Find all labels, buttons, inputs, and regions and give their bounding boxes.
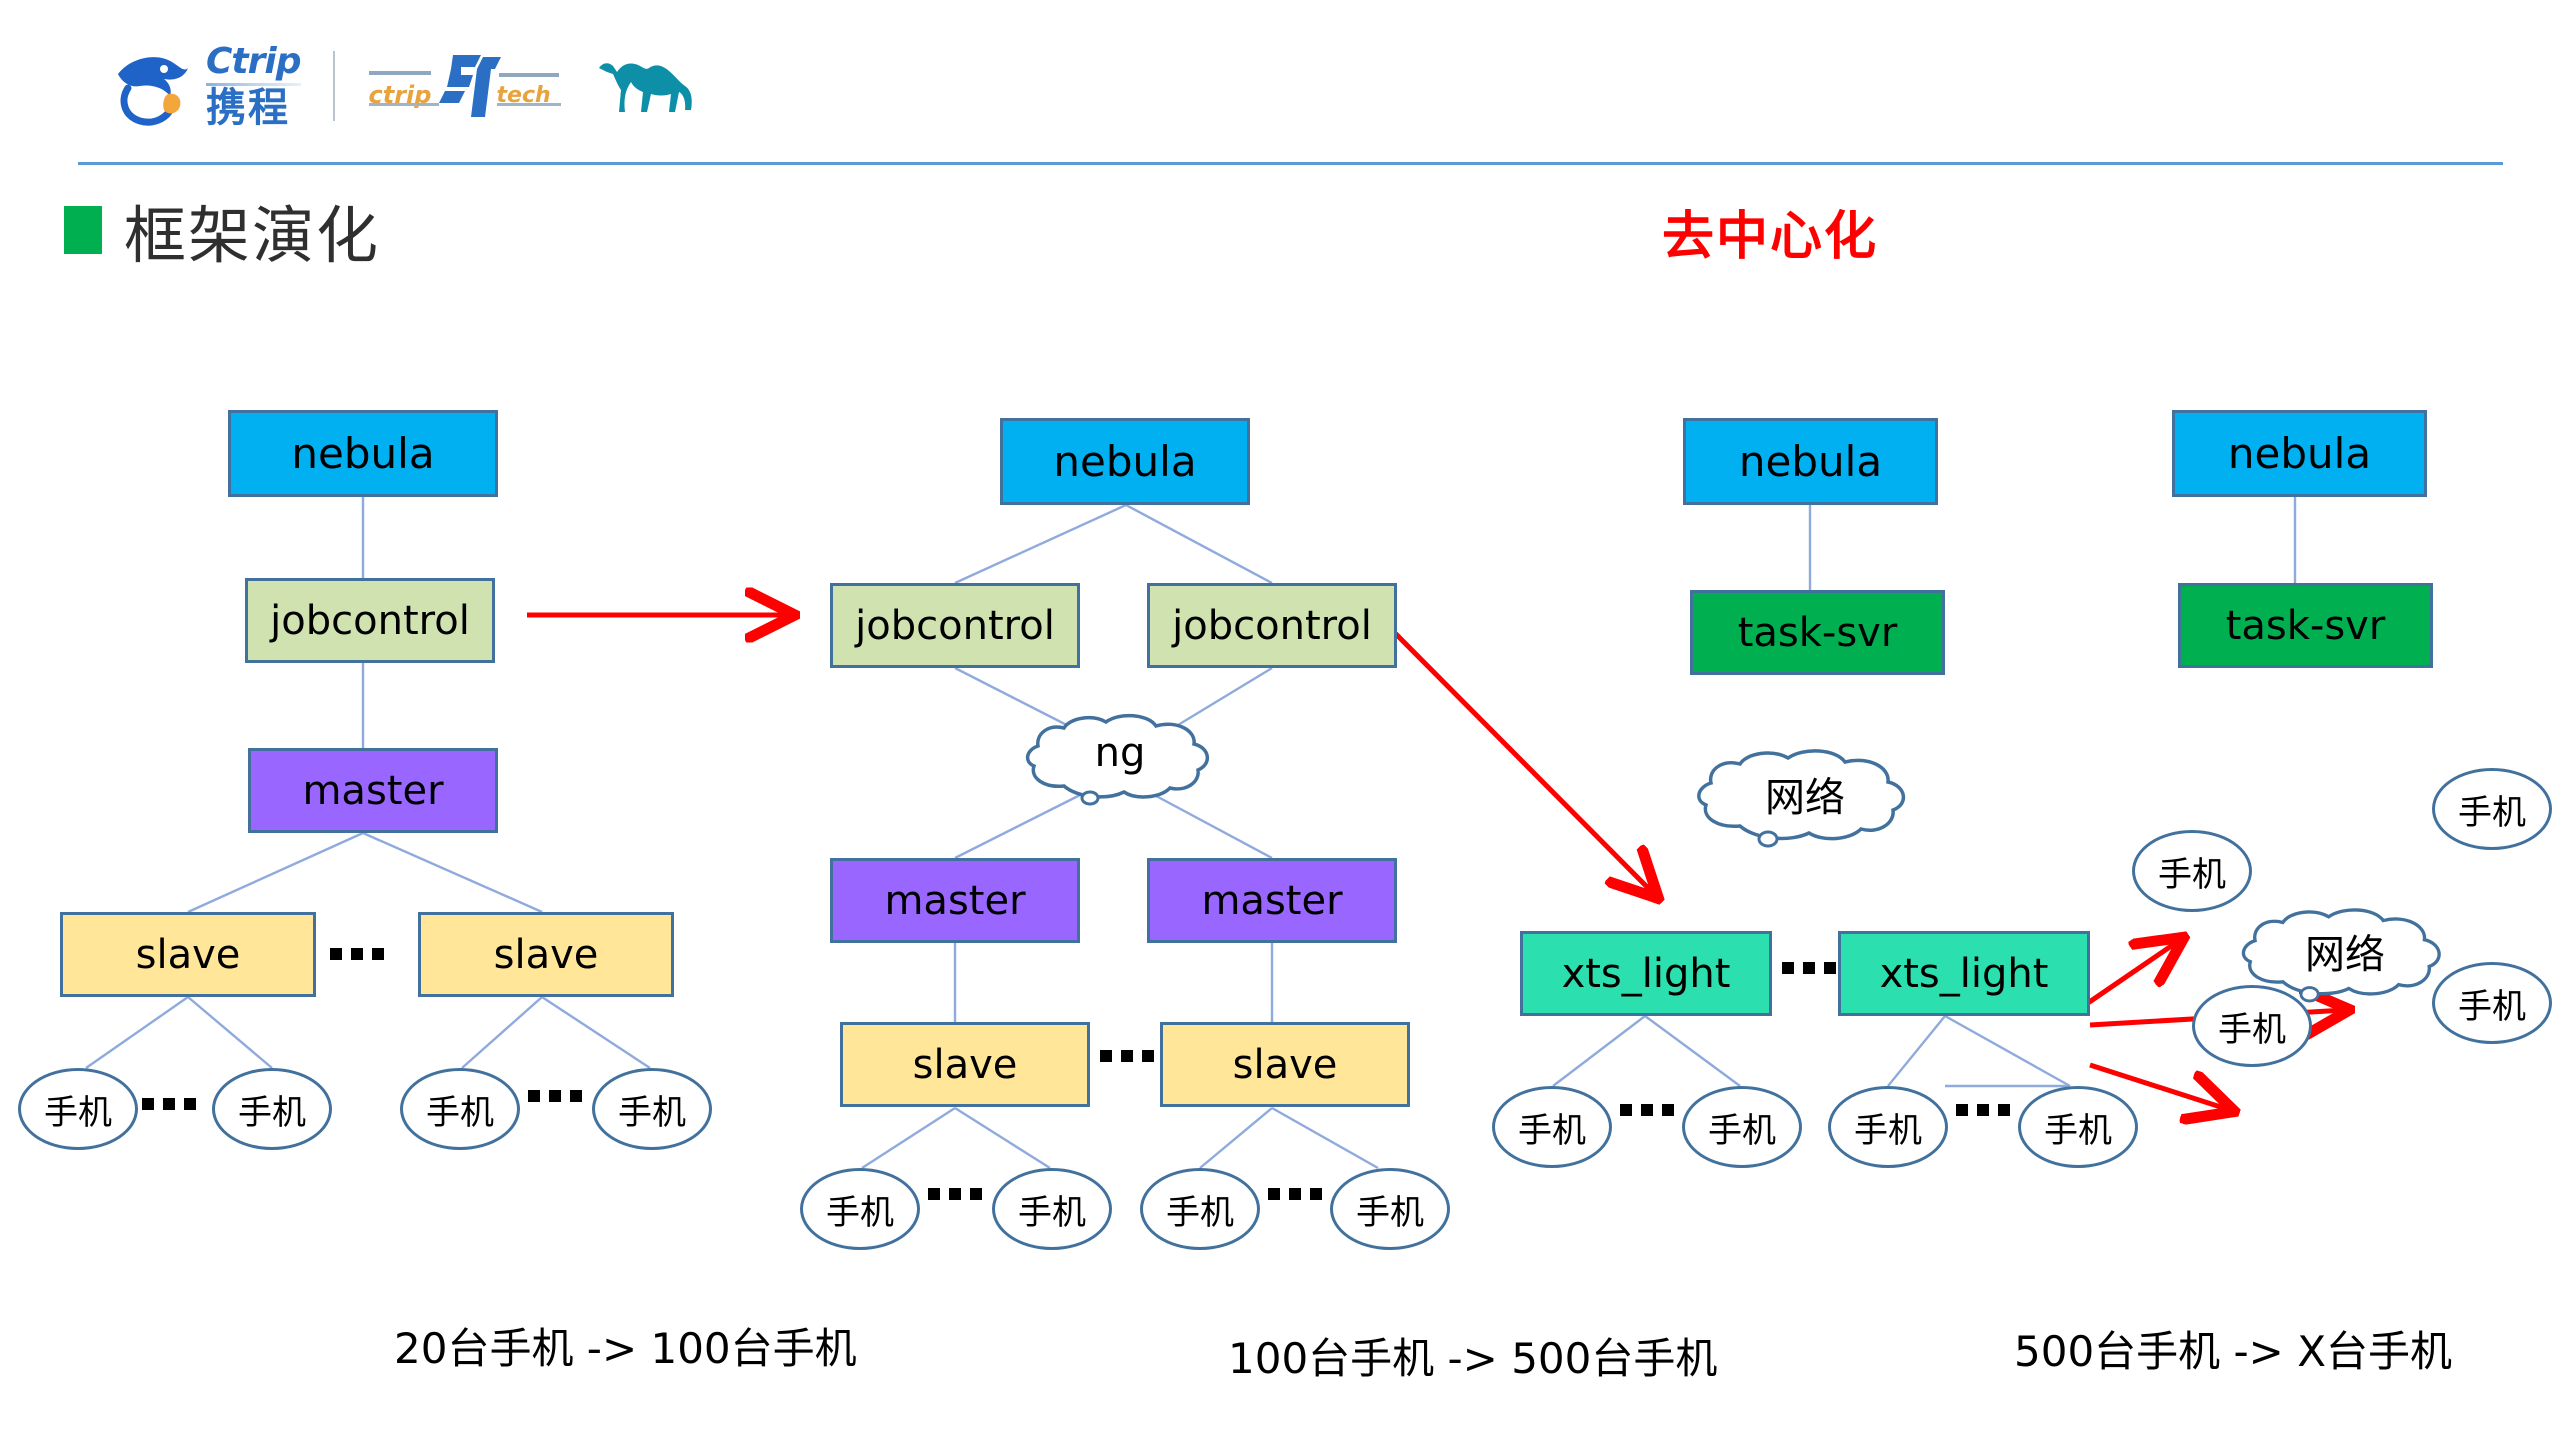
stage2-phone-ellipsis-1 [928, 1188, 982, 1200]
stage4-task-svr-node[interactable]: task-svr [2178, 583, 2433, 668]
stage2-master-node-1[interactable]: master [830, 858, 1080, 943]
stage2-caption: 100台手机 -> 500台手机 [1228, 1334, 1718, 1383]
stage1-phone-1[interactable]: 手机 [18, 1068, 138, 1150]
ctrip-logo-underline [206, 83, 301, 86]
ctrip-tech-mark-icon [438, 55, 501, 117]
ctrip-dolphin-icon [118, 57, 188, 126]
camel-logo-icon [598, 63, 692, 112]
page-title: 框架演化 [64, 185, 380, 275]
stage4-network-label: 网络 [2305, 932, 2385, 978]
stage3-phone-2[interactable]: 手机 [1682, 1086, 1802, 1168]
tech-logo-bar-top-left [368, 71, 431, 75]
stage1-nebula-node[interactable]: nebula [228, 410, 498, 497]
stage3-phone-ellipsis-1 [1620, 1104, 1674, 1116]
stage3-phone-4[interactable]: 手机 [2018, 1086, 2138, 1168]
stage2-phone-3[interactable]: 手机 [1140, 1168, 1260, 1250]
stage1-slave-ellipsis [330, 948, 384, 960]
stage2-phone-1[interactable]: 手机 [800, 1168, 920, 1250]
page-title-text: 框架演化 [124, 199, 381, 272]
red-arrow-to-phone-lower [2089, 1062, 2230, 1110]
ctrip-logo-en: Ctrip [206, 41, 301, 82]
stage1-jobcontrol-node[interactable]: jobcontrol [245, 578, 495, 663]
stage4-nebula-node[interactable]: nebula [2172, 410, 2427, 497]
tech-logo-bar-bottom-right [496, 103, 561, 106]
ctrip-tech-logo: ctrip tech [367, 51, 567, 121]
stage1-phone-4[interactable]: 手机 [592, 1068, 712, 1150]
stage4-phone-3[interactable]: 手机 [2192, 985, 2312, 1067]
stage3-xts-light-node-2[interactable]: xts_light [1838, 931, 2090, 1016]
stage3-phone-ellipsis-2 [1956, 1104, 2010, 1116]
stage2-phone-ellipsis-2 [1268, 1188, 1322, 1200]
stage2-phone-2[interactable]: 手机 [992, 1168, 1112, 1250]
stage4-network-cloud-icon [2241, 908, 2441, 1003]
stage2-jobcontrol-node-1[interactable]: jobcontrol [830, 583, 1080, 668]
red-arrow-stage2-to-stage3 [1380, 618, 1655, 895]
stage4-phone-1[interactable]: 手机 [2132, 830, 2252, 912]
stage2-slave-node-2[interactable]: slave [1160, 1022, 1410, 1107]
stage3-phone-3[interactable]: 手机 [1828, 1086, 1948, 1168]
header-divider-rule [78, 162, 2503, 165]
stage3-xts-light-node-1[interactable]: xts_light [1520, 931, 1772, 1016]
stage1-slave-node-2[interactable]: slave [418, 912, 674, 997]
stage2-ng-cloud-icon [1025, 713, 1209, 806]
stage1-phone-3[interactable]: 手机 [400, 1068, 520, 1150]
stage3-phone-1[interactable]: 手机 [1492, 1086, 1612, 1168]
stage3-xts-ellipsis [1782, 962, 1836, 974]
ctrip-logo-cn: 携程 [206, 85, 290, 131]
stage1-phone-2[interactable]: 手机 [212, 1068, 332, 1150]
stage1-master-node[interactable]: master [248, 748, 498, 833]
stage3-nebula-node[interactable]: nebula [1683, 418, 1938, 505]
stage2-master-node-2[interactable]: master [1147, 858, 1397, 943]
tech-logo-bar-top-right [498, 73, 559, 77]
stage1-phone-ellipsis-1 [142, 1098, 196, 1110]
tech-logo-bar-bottom-left [368, 103, 439, 106]
stage3-network-cloud-icon [1697, 749, 1905, 848]
ctrip-logo: Ctrip 携程 [110, 44, 301, 128]
stage2-slave-ellipsis [1100, 1050, 1154, 1062]
stage2-phone-4[interactable]: 手机 [1330, 1168, 1450, 1250]
stage3-task-svr-node[interactable]: task-svr [1690, 590, 1945, 675]
stage3-caption: 500台手机 -> X台手机 [2014, 1327, 2452, 1376]
stage1-phone-ellipsis-2 [528, 1090, 582, 1102]
stage3-network-label: 网络 [1765, 775, 1845, 821]
stage2-slave-node-1[interactable]: slave [840, 1022, 1090, 1107]
ctrip-logo-text: Ctrip 携程 [206, 44, 301, 128]
header-logo-bar: Ctrip 携程 ctrip tech [110, 38, 703, 134]
stage2-jobcontrol-node-2[interactable]: jobcontrol [1147, 583, 1397, 668]
stage2-ng-label: ng [1094, 730, 1146, 776]
stage1-caption: 20台手机 -> 100台手机 [394, 1324, 857, 1373]
stage4-phone-2[interactable]: 手机 [2432, 768, 2552, 850]
title-bullet-square [64, 206, 102, 254]
stage1-slave-node-1[interactable]: slave [60, 912, 316, 997]
decentralization-heading: 去中心化 [1662, 207, 1879, 267]
stage2-nebula-node[interactable]: nebula [1000, 418, 1250, 505]
red-arrow-to-phone-upper [2083, 940, 2180, 1008]
logo-divider [332, 51, 335, 121]
stage4-phone-4[interactable]: 手机 [2432, 962, 2552, 1044]
